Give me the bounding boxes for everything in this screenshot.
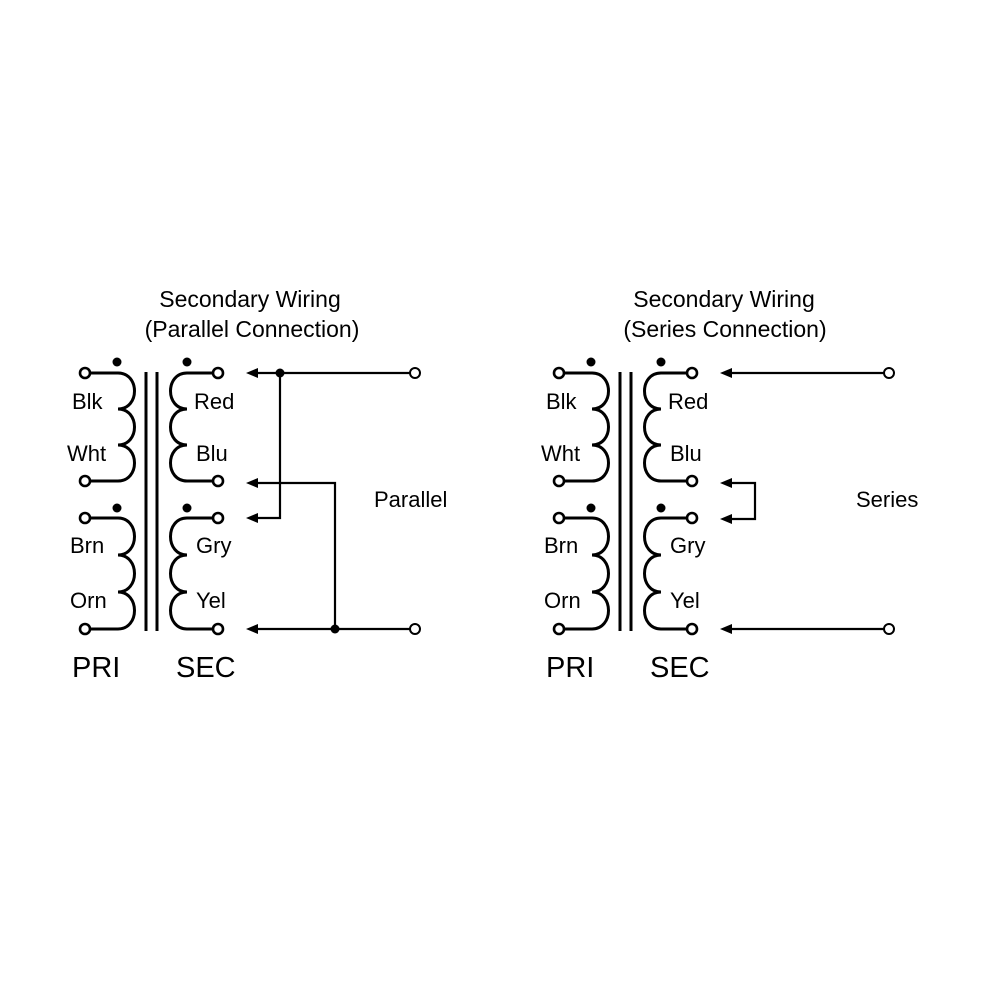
- terminal-blk: [78, 366, 92, 380]
- arrow-to-yel: [720, 624, 732, 634]
- polarity-dot: [182, 357, 192, 367]
- terminal-red: [211, 366, 225, 380]
- wire-label-gry: Gry: [670, 533, 705, 558]
- primary-coil-lower: [83, 516, 136, 631]
- wire-label-yel: Yel: [196, 588, 226, 613]
- wire-label-wht: Wht: [541, 441, 580, 466]
- arrow-to-red: [246, 368, 258, 378]
- polarity-dot: [656, 357, 666, 367]
- primary-coil-upper: [83, 371, 136, 483]
- parallel-title-line2: (Parallel Connection): [145, 316, 360, 342]
- parallel-wiring: [246, 367, 421, 635]
- series-diagram: Secondary Wiring (Series Connection) Blk…: [541, 286, 918, 684]
- terminal-yel: [685, 622, 699, 636]
- terminal-wht: [78, 474, 92, 488]
- arrow-to-blu: [720, 478, 732, 488]
- parallel-diagram: Secondary Wiring (Parallel Connection) B…: [67, 286, 447, 684]
- terminal-blu: [685, 474, 699, 488]
- series-title-line2: (Series Connection): [623, 316, 826, 342]
- polarity-dot: [112, 503, 122, 513]
- output-terminal-top: [409, 367, 421, 379]
- output-terminal-bottom: [409, 623, 421, 635]
- secondary-coil-upper: [643, 371, 694, 483]
- terminal-orn: [78, 622, 92, 636]
- wire-label-red: Red: [194, 389, 234, 414]
- series-wiring: [720, 367, 895, 635]
- wire-label-blk: Blk: [546, 389, 578, 414]
- secondary-label: SEC: [650, 652, 710, 684]
- polarity-dot: [586, 503, 596, 513]
- parallel-secondary-winding-lower: Gry Yel: [169, 503, 231, 636]
- jumper-blu-to-yel: [256, 481, 337, 629]
- primary-coil-lower: [557, 516, 610, 631]
- wire-label-blk: Blk: [72, 389, 104, 414]
- jumper-blu-to-gry: [731, 481, 757, 521]
- connection-label-series: Series: [856, 487, 918, 512]
- arrow-to-yel: [246, 624, 258, 634]
- output-terminal-bottom: [883, 623, 895, 635]
- terminal-brn: [78, 511, 92, 525]
- terminal-red: [685, 366, 699, 380]
- polarity-dot: [182, 503, 192, 513]
- terminal-blu: [211, 474, 225, 488]
- arrow-to-blu: [246, 478, 258, 488]
- wire-label-blu: Blu: [670, 441, 702, 466]
- jumper-red-to-gry: [256, 373, 282, 520]
- wire-label-yel: Yel: [670, 588, 700, 613]
- polarity-dot: [586, 357, 596, 367]
- output-terminal-top: [883, 367, 895, 379]
- secondary-coil-lower: [643, 516, 694, 631]
- terminal-blk: [552, 366, 566, 380]
- secondary-coil-upper: [169, 371, 220, 483]
- parallel-secondary-winding-upper: Red Blu: [169, 357, 234, 488]
- wire-label-red: Red: [668, 389, 708, 414]
- series-secondary-winding-lower: Gry Yel: [643, 503, 705, 636]
- wire-label-orn: Orn: [544, 588, 581, 613]
- terminal-orn: [552, 622, 566, 636]
- terminal-brn: [552, 511, 566, 525]
- wire-label-brn: Brn: [544, 533, 578, 558]
- parallel-primary-winding-lower: Brn Orn: [70, 503, 136, 636]
- series-primary-winding-lower: Brn Orn: [544, 503, 610, 636]
- primary-label: PRI: [72, 652, 120, 684]
- wire-label-orn: Orn: [70, 588, 107, 613]
- terminal-gry: [685, 511, 699, 525]
- primary-coil-upper: [557, 371, 610, 483]
- primary-label: PRI: [546, 652, 594, 684]
- polarity-dot: [112, 357, 122, 367]
- wire-label-wht: Wht: [67, 441, 106, 466]
- wire-label-brn: Brn: [70, 533, 104, 558]
- parallel-title-line1: Secondary Wiring: [159, 286, 341, 312]
- parallel-primary-winding-upper: Blk Wht: [67, 357, 136, 488]
- secondary-label: SEC: [176, 652, 236, 684]
- connection-label-parallel: Parallel: [374, 487, 447, 512]
- series-primary-winding-upper: Blk Wht: [541, 357, 610, 488]
- series-title-line1: Secondary Wiring: [633, 286, 815, 312]
- terminal-wht: [552, 474, 566, 488]
- arrow-to-gry: [246, 513, 258, 523]
- wire-label-blu: Blu: [196, 441, 228, 466]
- terminal-yel: [211, 622, 225, 636]
- arrow-to-red: [720, 368, 732, 378]
- wire-label-gry: Gry: [196, 533, 231, 558]
- series-secondary-winding-upper: Red Blu: [643, 357, 708, 488]
- arrow-to-gry: [720, 514, 732, 524]
- polarity-dot: [656, 503, 666, 513]
- junction-dot: [330, 624, 340, 634]
- secondary-coil-lower: [169, 516, 220, 631]
- terminal-gry: [211, 511, 225, 525]
